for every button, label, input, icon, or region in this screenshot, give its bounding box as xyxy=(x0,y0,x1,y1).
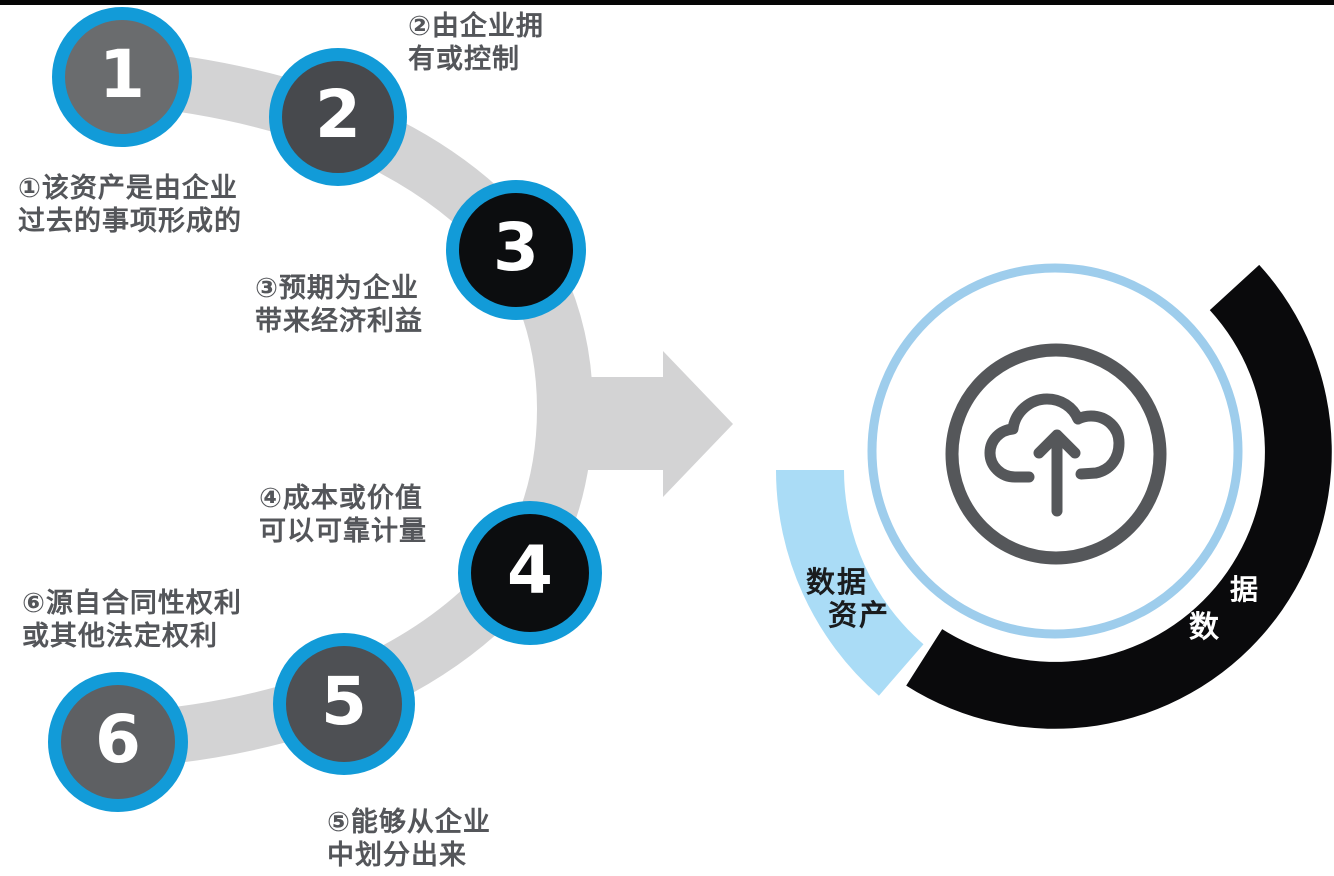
step-circle-4: 4 xyxy=(458,501,602,645)
hub-label-data-asset: 数据 资产 xyxy=(806,566,890,632)
top-border-bar xyxy=(0,0,1334,5)
cloud-upload-icon xyxy=(984,393,1125,517)
step-label-1: ①该资产是由企业 过去的事项形成的 xyxy=(18,173,242,237)
step-number: 4 xyxy=(507,532,553,609)
step-label-2: ②由企业拥 有或控制 xyxy=(408,11,544,75)
step-label-5: ⑤能够从企业 中划分出来 xyxy=(327,807,491,871)
hub-black-arc xyxy=(906,264,1332,729)
hub-label-line2: 资产 xyxy=(828,598,891,632)
step-number: 5 xyxy=(321,663,367,740)
hub-blue-wedge xyxy=(776,470,924,696)
hub-label-line1: 数据 xyxy=(806,565,869,599)
step-label-3: ③预期为企业 带来经济利益 xyxy=(255,273,423,337)
step-label-4: ④成本或价值 可以可靠计量 xyxy=(259,483,427,547)
hub-arc-char-bottom: 数 xyxy=(1189,610,1219,645)
step-circle-6: 6 xyxy=(48,672,188,812)
step-number: 1 xyxy=(99,36,145,113)
step-circle-1: 1 xyxy=(52,7,192,147)
hub-arc-char-top: 据 xyxy=(1230,573,1259,606)
merge-arrow xyxy=(548,351,733,497)
hub-icon-circle xyxy=(945,343,1167,565)
step-circle-3: 3 xyxy=(446,180,586,320)
step-number: 6 xyxy=(95,701,141,778)
step-number: 3 xyxy=(493,209,539,286)
step-number: 2 xyxy=(315,76,361,153)
step-label-6: ⑥源自合同性权利 或其他法定权利 xyxy=(22,588,242,652)
step-circle-2: 2 xyxy=(269,48,407,186)
step-circle-5: 5 xyxy=(273,633,415,775)
